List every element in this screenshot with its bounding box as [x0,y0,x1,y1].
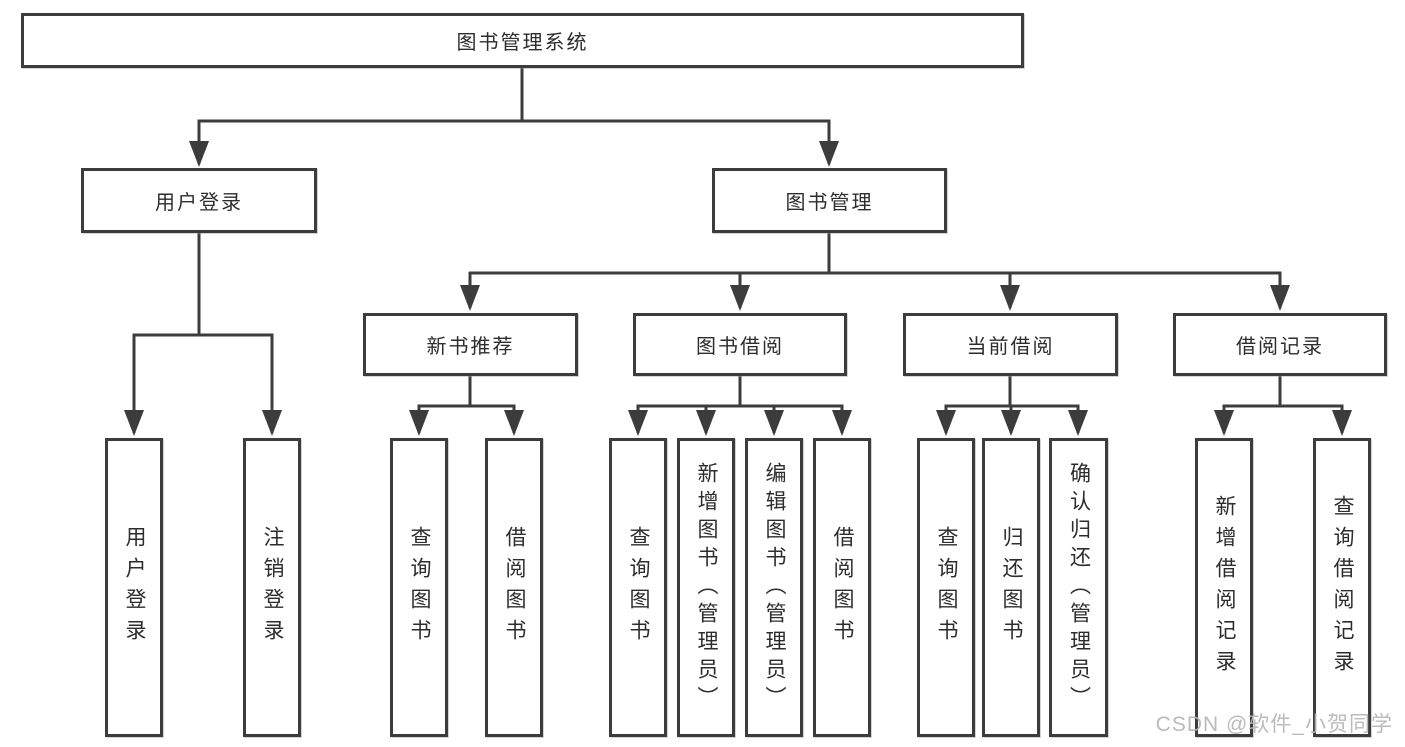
arrow-down-icon [1001,410,1021,436]
arrow-down-icon [460,285,480,311]
node-label: 查询图书 [935,525,959,650]
node-label: 借阅图书 [503,525,527,650]
node-label: 查询借阅记录 [1331,494,1355,681]
leaf-br-query-record: 查询借阅记录 [1313,438,1371,737]
arrow-down-icon [504,410,524,436]
leaf-logout: 注销登录 [243,438,301,737]
arrow-down-icon [1270,285,1290,311]
node-label: 新增图书（管理员） [695,461,719,714]
arrow-down-icon [696,410,716,436]
arrow-down-icon [409,410,429,436]
leaf-rec-query-books: 查询图书 [390,438,448,737]
arrow-down-icon [819,141,839,167]
leaf-cb-query-books: 查询图书 [917,438,975,737]
arrow-down-icon [262,410,282,436]
leaf-bb-edit-books-admin: 编辑图书（管理员） [745,438,803,737]
arrow-down-icon [936,410,956,436]
node-label: 查询图书 [408,525,432,650]
arrowhead-icons [124,141,1352,436]
tree-edges [132,68,1344,433]
arrow-down-icon [189,141,209,167]
arrow-down-icon [124,410,144,436]
node-label: 查询图书 [627,525,651,650]
node-label: 借阅图书 [831,525,855,650]
arrow-down-icon [832,410,852,436]
arrow-down-icon [1000,285,1020,311]
arrow-down-icon [1214,410,1234,436]
leaf-bb-query-books: 查询图书 [609,438,667,737]
arrow-down-icon [1068,410,1088,436]
leaf-cb-return-books: 归还图书 [982,438,1040,737]
node-book-borrow: 图书借阅 [633,313,847,376]
watermark-text: CSDN @软件_小贺同学 [1155,713,1393,736]
node-label: 编辑图书（管理员） [763,461,787,714]
node-label: 图书借阅 [696,336,784,358]
leaf-bb-add-books-admin: 新增图书（管理员） [677,438,735,737]
leaf-bb-borrow-books: 借阅图书 [813,438,871,737]
arrow-down-icon [764,410,784,436]
node-label: 借阅记录 [1236,336,1324,358]
leaf-br-add-record: 新增借阅记录 [1195,438,1253,737]
node-label: 确认归还（管理员） [1067,461,1091,714]
node-borrow-records: 借阅记录 [1173,313,1387,376]
node-label: 新书推荐 [426,336,515,358]
node-label: 图书管理系统 [456,32,589,54]
node-book-management: 图书管理 [712,168,947,233]
node-label: 用户登录 [123,525,147,650]
leaf-rec-borrow-books: 借阅图书 [485,438,543,737]
node-label: 注销登录 [261,525,285,650]
node-label: 新增借阅记录 [1213,494,1237,681]
node-current-borrow: 当前借阅 [903,313,1118,376]
node-user-login-group: 用户登录 [81,168,317,233]
arrow-down-icon [730,285,750,311]
node-root: 图书管理系统 [21,13,1024,68]
leaf-user-login: 用户登录 [105,438,163,737]
node-label: 用户登录 [155,192,243,214]
arrow-down-icon [1332,410,1352,436]
node-label: 图书管理 [785,192,874,214]
node-label: 当前借阅 [966,336,1055,358]
node-label: 归还图书 [1000,525,1024,650]
leaf-cb-confirm-return-admin: 确认归还（管理员） [1049,438,1108,737]
arrow-down-icon [628,410,648,436]
node-new-book-recommend: 新书推荐 [363,313,578,376]
